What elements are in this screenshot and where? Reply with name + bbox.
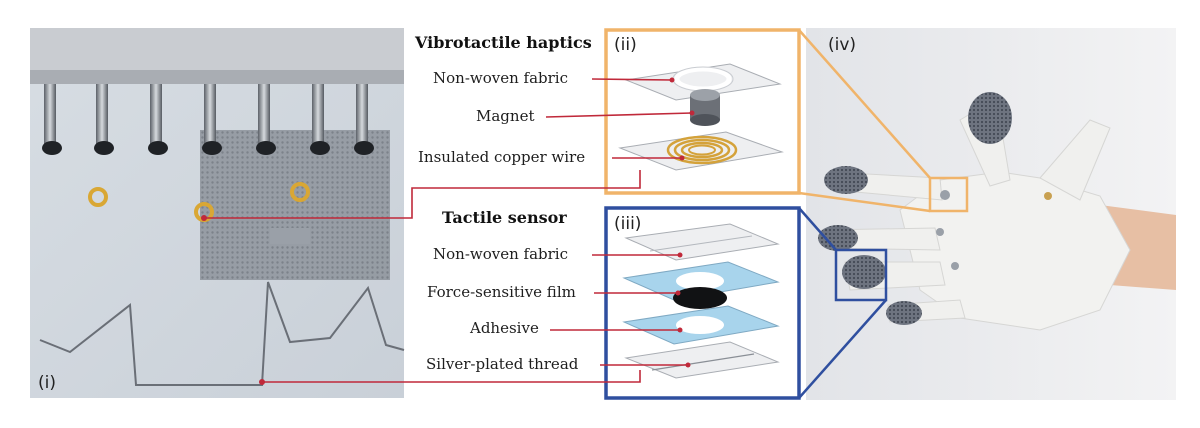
sensor-exploded-view: (iii) [604, 206, 801, 400]
sensor-title: Tactile sensor [442, 208, 567, 227]
sensor-label-film: Force-sensitive film [427, 283, 576, 301]
stitched-glove-outline [39, 281, 405, 386]
sensing-element [673, 287, 727, 309]
sensor-callout-square [834, 248, 888, 302]
photo-smart-glove: (iv) [806, 28, 1176, 400]
callout-connectors [798, 29, 931, 399]
label-leader-lines [201, 77, 695, 385]
photo-embroidery-machine: (i) [30, 28, 405, 398]
sensor-label-thread: Silver-plated thread [426, 355, 579, 373]
fingertip-sensor [968, 92, 1012, 144]
fingertip-sensor [818, 225, 858, 251]
panel-label-iii: (iii) [614, 214, 641, 234]
silver-thread [651, 353, 755, 371]
needle-bars [42, 84, 374, 155]
haptics-title: Vibrotactile haptics [414, 33, 592, 52]
haptic-callout-square [928, 176, 969, 213]
fingertip-sensor [824, 166, 868, 194]
copper-coil-photo [290, 182, 310, 202]
sensor-label-fabric: Non-woven fabric [433, 245, 568, 263]
panel-label-i: (i) [38, 373, 56, 393]
fingertip-sensor [842, 255, 886, 289]
haptics-label-fabric: Non-woven fabric [433, 69, 568, 87]
copper-coil [666, 135, 738, 165]
copper-coil-photo [88, 187, 108, 207]
haptics-label-copper-wire: Insulated copper wire [418, 148, 585, 166]
haptics-label-magnet: Magnet [476, 107, 534, 125]
fingertip-sensor [886, 301, 922, 325]
panel-label-ii: (ii) [614, 35, 637, 55]
sensor-label-adhesive: Adhesive [469, 319, 539, 337]
haptics-exploded-view: (ii) [604, 28, 801, 195]
panel-label-iv: (iv) [828, 35, 856, 55]
